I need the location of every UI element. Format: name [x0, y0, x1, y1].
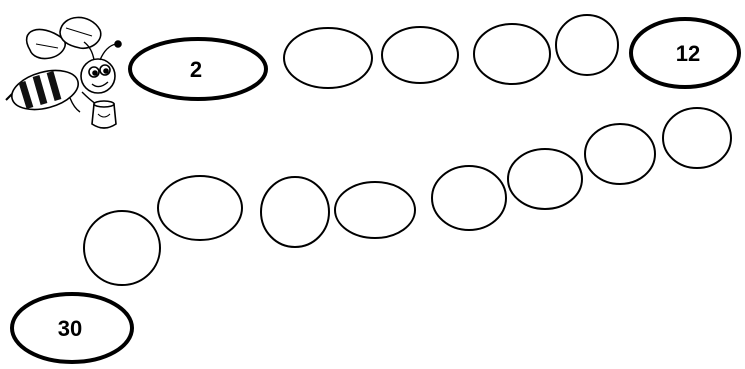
- empty-number-circle[interactable]: [84, 211, 160, 285]
- empty-number-circle[interactable]: [382, 27, 458, 83]
- checkpoint-number-oval: 12: [631, 19, 739, 87]
- empty-number-circle[interactable]: [663, 108, 731, 168]
- empty-number-circle[interactable]: [585, 124, 655, 184]
- checkpoint-number: 12: [676, 41, 700, 66]
- end-number-oval: 30: [12, 294, 132, 362]
- empty-number-circle[interactable]: [261, 177, 329, 247]
- empty-number-circle[interactable]: [474, 24, 550, 84]
- start-number: 2: [190, 57, 202, 82]
- end-number: 30: [58, 316, 82, 341]
- empty-number-circle[interactable]: [158, 176, 242, 240]
- empty-number-circle[interactable]: [508, 149, 582, 209]
- empty-number-circle[interactable]: [335, 182, 415, 238]
- empty-number-circle[interactable]: [556, 15, 618, 75]
- bee-icon: [6, 17, 121, 128]
- empty-number-circle[interactable]: [284, 28, 372, 88]
- empty-number-circle[interactable]: [432, 166, 506, 230]
- start-number-oval: 2: [130, 39, 266, 99]
